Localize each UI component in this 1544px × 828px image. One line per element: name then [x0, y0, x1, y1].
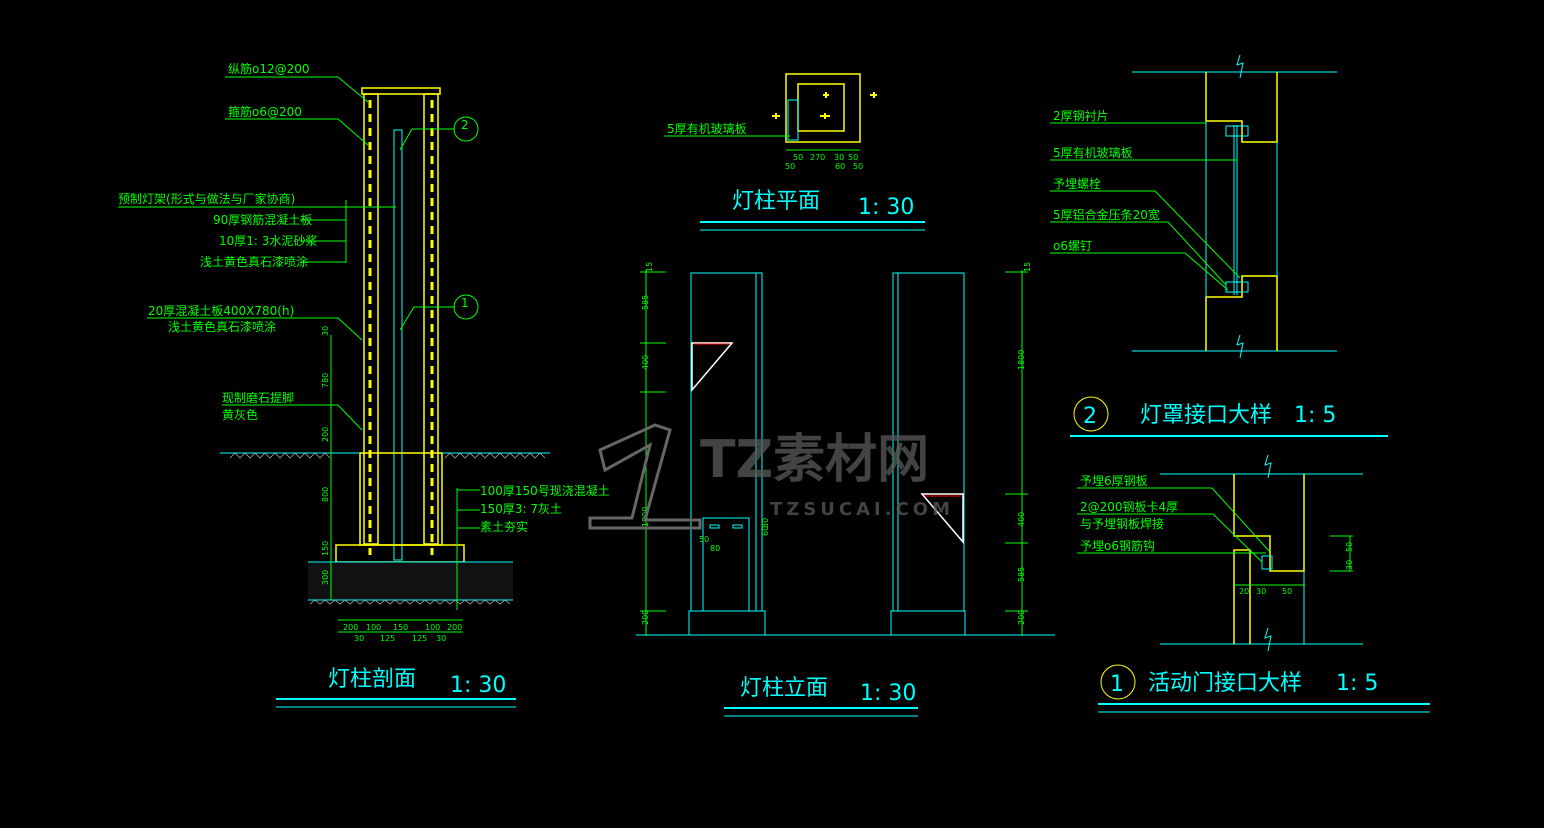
d1-label-embedded-plate: 予埋6厚钢板 — [1080, 474, 1148, 488]
svg-text:30: 30 — [834, 153, 844, 162]
svg-text:585: 585 — [1017, 567, 1026, 582]
plan-title: 灯柱平面 — [732, 189, 820, 214]
label-stirrup: 箍筋ο6@200 — [228, 104, 302, 119]
callout-2 — [453, 116, 479, 142]
label-concrete-base: 100厚150号现浇混凝土 — [480, 483, 610, 498]
svg-text:TZ素材网: TZ素材网 — [700, 430, 929, 490]
svg-text:125: 125 — [380, 634, 395, 643]
svg-text:TZSUCAI.COM: TZSUCAI.COM — [770, 499, 954, 520]
watermark-logo-icon — [588, 423, 702, 530]
label-paint-2: 浅土黄色真石漆喷涂 — [168, 319, 276, 334]
svg-text:50: 50 — [699, 535, 709, 544]
svg-text:50: 50 — [848, 153, 858, 162]
svg-text:30: 30 — [321, 326, 330, 336]
svg-text:300: 300 — [321, 570, 330, 585]
svg-text:30: 30 — [436, 634, 446, 643]
svg-text:585: 585 — [641, 295, 650, 310]
svg-text:1: 1 — [461, 296, 469, 310]
section-view: 纵筋ο12@200 箍筋ο6@200 预制灯架(形式与做法与厂家协商) 90厚钢… — [118, 61, 610, 708]
d1-number: 1 — [1110, 672, 1124, 697]
svg-text:100: 100 — [425, 623, 440, 632]
svg-text:800: 800 — [321, 487, 330, 502]
label-paint: 浅土黄色真石漆喷涂 — [200, 254, 308, 269]
svg-text:200: 200 — [343, 623, 358, 632]
svg-text:270: 270 — [810, 153, 825, 162]
svg-text:200: 200 — [321, 427, 330, 442]
svg-text:200: 200 — [1017, 610, 1026, 625]
d1-label-hook: 予埋ο6钢筋钩 — [1080, 538, 1155, 553]
svg-text:1800: 1800 — [1017, 350, 1026, 370]
svg-text:200: 200 — [447, 623, 462, 632]
d2-title: 灯罩接口大样 — [1140, 403, 1272, 428]
svg-text:30: 30 — [354, 634, 364, 643]
label-color: 黄灰色 — [222, 408, 258, 422]
svg-text:15: 15 — [645, 262, 654, 272]
svg-text:50: 50 — [793, 153, 803, 162]
d1-title: 活动门接口大样 — [1148, 671, 1302, 696]
label-lamp-frame: 预制灯架(形式与做法与厂家协商) — [118, 191, 295, 206]
detail-1-access-door-joint: 予埋6厚钢板 2@200钢板卡4厚 与予埋钢板焊接 予埋ο6钢筋钩 20 30 … — [1077, 454, 1430, 713]
d2-scale: 1: 5 — [1294, 403, 1336, 428]
d2-label-steel-liner: 2厚钢衬片 — [1053, 109, 1109, 123]
detail-2-lamp-cover-joint: 2厚钢衬片 5厚有机玻璃板 予埋螺栓 5厚铝合金压条20宽 ο6螺钉 2 灯罩接… — [1050, 54, 1388, 437]
d2-label-bolt: 予埋螺栓 — [1053, 176, 1101, 191]
access-door — [702, 517, 750, 612]
d1-label-clip: 2@200钢板卡4厚 — [1080, 500, 1178, 514]
svg-text:125: 125 — [412, 634, 427, 643]
svg-text:400: 400 — [1017, 512, 1026, 527]
svg-text:60: 60 — [761, 526, 770, 536]
svg-text:30: 30 — [761, 518, 770, 528]
section-title: 灯柱剖面 — [328, 667, 416, 692]
label-rc-slab: 90厚钢筋混凝土板 — [213, 212, 312, 227]
label-concrete-panel: 20厚混凝土板400X780(h) — [148, 303, 294, 318]
svg-text:20: 20 — [1239, 587, 1249, 596]
label-compacted-soil: 素土夯实 — [480, 519, 528, 534]
d1-scale: 1: 5 — [1336, 671, 1378, 696]
svg-text:30: 30 — [1256, 587, 1266, 596]
svg-text:100: 100 — [366, 623, 381, 632]
elevation-view: 15 585 400 1800 200 15 1800 400 585 200 … — [636, 262, 1055, 717]
svg-text:150: 150 — [393, 623, 408, 632]
lamp-frame — [393, 129, 403, 561]
section-scale: 1: 30 — [450, 673, 506, 698]
svg-text:2: 2 — [461, 118, 469, 132]
svg-text:30: 30 — [1345, 560, 1354, 570]
svg-text:80: 80 — [710, 544, 720, 553]
d2-label-screw: ο6螺钉 — [1053, 239, 1092, 253]
svg-text:780: 780 — [321, 373, 330, 388]
plan-label-acrylic: 5厚有机玻璃板 — [667, 122, 747, 136]
label-terrazzo: 现制磨石提脚 — [222, 390, 294, 405]
left-wall — [363, 93, 379, 545]
elevation-scale: 1: 30 — [860, 681, 916, 706]
svg-text:50: 50 — [1282, 587, 1292, 596]
d2-label-acrylic: 5厚有机玻璃板 — [1053, 146, 1133, 160]
label-mortar: 10厚1: 3水泥砂浆 — [219, 233, 317, 248]
svg-text:50: 50 — [1345, 542, 1354, 552]
gravel-bed — [308, 562, 513, 600]
plan-scale: 1: 30 — [858, 195, 914, 220]
label-longitudinal-rebar: 纵筋ο12@200 — [228, 61, 310, 76]
svg-text:50: 50 — [853, 162, 863, 171]
svg-text:200: 200 — [641, 610, 650, 625]
d1-label-weld: 与予埋钢板焊接 — [1080, 516, 1164, 531]
svg-text:15: 15 — [1023, 262, 1032, 272]
label-lime-soil: 150厚3: 7灰土 — [480, 502, 562, 516]
svg-text:60: 60 — [835, 162, 845, 171]
d2-label-al-strip: 5厚铝合金压条20宽 — [1053, 207, 1160, 222]
svg-text:150: 150 — [321, 541, 330, 556]
svg-text:50: 50 — [785, 162, 795, 171]
right-wall — [423, 93, 439, 545]
watermark: TZ素材网 TZSUCAI.COM — [588, 423, 954, 530]
d2-number: 2 — [1083, 404, 1097, 429]
elevation-title: 灯柱立面 — [740, 676, 828, 701]
svg-text:400: 400 — [641, 355, 650, 370]
footing — [335, 544, 465, 563]
plan-view: 5厚有机玻璃板 50 270 30 50 50 60 50 灯柱平面 1: 30 — [664, 73, 925, 231]
callout-1 — [453, 294, 479, 320]
